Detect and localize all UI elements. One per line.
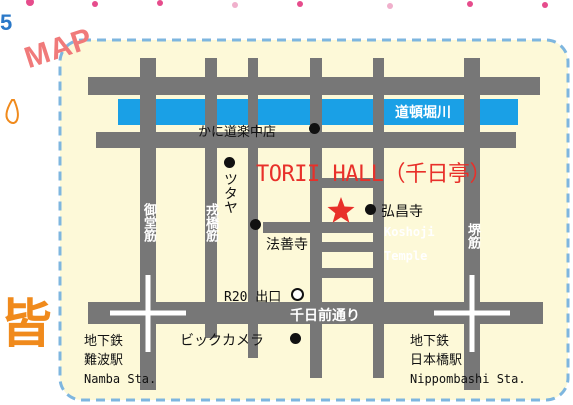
river-label: 道頓堀川	[395, 105, 451, 121]
road-ebisubashi	[205, 58, 217, 338]
road-midosuji	[140, 58, 156, 390]
road-v5	[373, 58, 384, 378]
landmark-koshoji-en-2: Temple	[384, 249, 428, 263]
road-label-ebisubashisuji: 戎橋筋	[203, 203, 218, 242]
landmark-kani-doraku: かに道楽中店	[198, 125, 277, 140]
venue-name: TORII HALL（千日亭）	[256, 162, 491, 187]
landmark-hozenji: 法善寺	[266, 237, 308, 253]
station-crosses	[110, 275, 510, 352]
star-icon	[327, 197, 355, 223]
landmark-dot-icon	[309, 123, 320, 134]
street-c	[322, 178, 374, 188]
street-b	[322, 268, 382, 278]
station-nippombashi-en: Nippombashi Sta.	[410, 372, 526, 386]
station-namba-ja-1: 地下鉄	[84, 334, 124, 349]
road-v3	[248, 58, 258, 358]
road-upper	[96, 132, 516, 148]
station-nippombashi-ja-2: 日本橋駅	[410, 353, 463, 368]
exit-ring-icon	[291, 288, 304, 301]
station-nippombashi-ja-1: 地下鉄	[410, 334, 450, 349]
road-sakaisuji	[464, 58, 480, 390]
landmark-tsutaya: ツタヤ	[222, 172, 238, 214]
landmark-dot-icon	[224, 157, 235, 168]
road-v4	[310, 58, 322, 378]
street-a	[322, 242, 382, 252]
side-character: 皆	[0, 295, 53, 355]
top-decoration	[26, 0, 548, 9]
roads	[88, 58, 543, 390]
station-namba-ja-2: 難波駅	[84, 353, 124, 368]
landmark-dot-icon	[365, 204, 376, 215]
station-namba-en: Namba Sta.	[84, 372, 157, 386]
road-label-midosuji: 御堂筋	[141, 203, 156, 242]
road-label-sakaisuji: 堺筋	[465, 223, 480, 249]
landmark-koshoji-en-1: Koshoji	[384, 225, 435, 239]
landmark-koshoji: 弘昌寺	[381, 204, 423, 220]
exit-r20-label: R20 出口	[224, 290, 282, 305]
landmark-dot-icon	[290, 333, 301, 344]
corner-number: 5	[0, 10, 13, 35]
drop-icon	[5, 99, 19, 124]
landmark-bic-camera: ビックカメラ	[180, 333, 264, 349]
avenue-label-sennichimae: 千日前通り	[290, 308, 360, 324]
landmark-dot-icon	[250, 219, 261, 230]
